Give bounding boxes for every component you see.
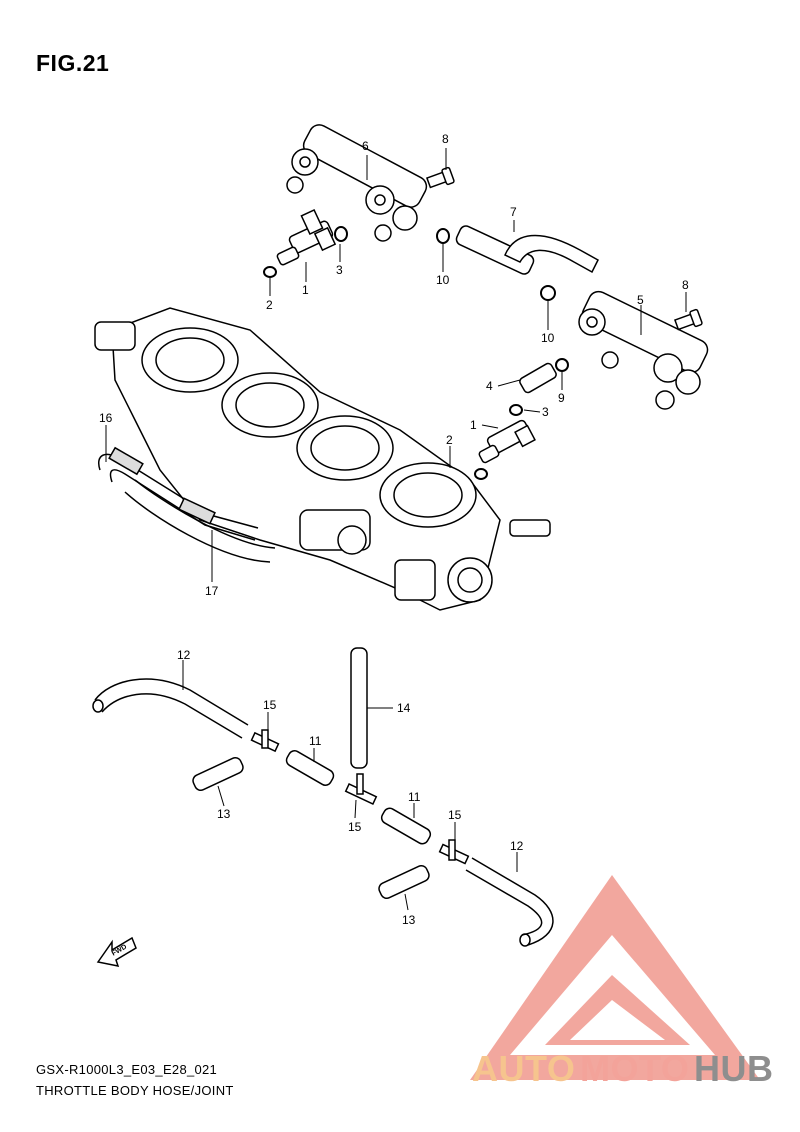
callout-5: 5 (637, 293, 644, 307)
joint-15-left (250, 729, 280, 753)
watermark-moto: MOTO (580, 1048, 689, 1089)
callout-13a: 13 (217, 807, 231, 821)
figure-name: THROTTLE BODY HOSE/JOINT (36, 1083, 234, 1098)
hose-16 (98, 446, 259, 541)
watermark-text: AUTO MOTO HUB (472, 1048, 774, 1089)
injector-right (478, 419, 536, 464)
callout-17: 17 (205, 584, 219, 598)
callout-8a: 8 (442, 132, 449, 146)
callout-10b: 10 (541, 331, 555, 345)
callout-1b: 1 (470, 418, 477, 432)
hose-11-left (285, 750, 335, 786)
hose-13-left (192, 756, 244, 792)
fuel-rail-right (578, 290, 709, 410)
callouts: 6 8 7 3 1 2 10 10 5 8 4 9 1 3 2 16 17 12… (99, 132, 689, 927)
leader-lines (105, 148, 687, 911)
callout-1a: 1 (302, 283, 309, 297)
fitting-4 (519, 362, 557, 394)
callout-3b: 3 (542, 405, 549, 419)
joint-pipe (455, 225, 599, 275)
callout-9: 9 (558, 391, 565, 405)
callout-15a: 15 (263, 698, 277, 712)
callout-14: 14 (397, 701, 411, 715)
callout-2a: 2 (266, 298, 273, 312)
joint-15-right (438, 839, 470, 865)
bolt-upper (425, 166, 455, 189)
fuel-rail-upper (286, 124, 428, 242)
watermark-auto: AUTO (472, 1048, 575, 1089)
callout-11b: 11 (408, 790, 421, 804)
callout-6: 6 (362, 139, 369, 153)
callout-12a: 12 (177, 648, 191, 662)
callout-11a: 11 (309, 734, 322, 748)
hose-12-right (465, 857, 554, 947)
hose-11-right (380, 807, 432, 845)
hose-12-left (92, 678, 249, 739)
callout-16: 16 (99, 411, 113, 425)
callout-12b: 12 (510, 839, 524, 853)
throttle-body (94, 307, 551, 611)
watermark-hub: HUB (694, 1048, 774, 1089)
callout-10a: 10 (436, 273, 450, 287)
callout-2b: 2 (446, 433, 453, 447)
fwd-arrow-icon: FWD (96, 936, 137, 967)
callout-7: 7 (510, 205, 517, 219)
callout-3a: 3 (336, 263, 343, 277)
callout-8b: 8 (682, 278, 689, 292)
hose-17 (124, 479, 276, 563)
bolt-right (673, 308, 703, 331)
figure-code: GSX-R1000L3_E03_E28_021 (36, 1062, 218, 1077)
callout-15c: 15 (448, 808, 462, 822)
callout-15b: 15 (348, 820, 362, 834)
callout-4: 4 (486, 379, 493, 393)
injector-upper (276, 208, 337, 266)
hose-14 (350, 647, 368, 769)
figure-title: FIG.21 (36, 50, 110, 76)
joint-15-center (344, 773, 378, 805)
callout-13b: 13 (402, 913, 416, 927)
hose-13-right (378, 864, 430, 900)
watermark-logo (470, 875, 760, 1080)
